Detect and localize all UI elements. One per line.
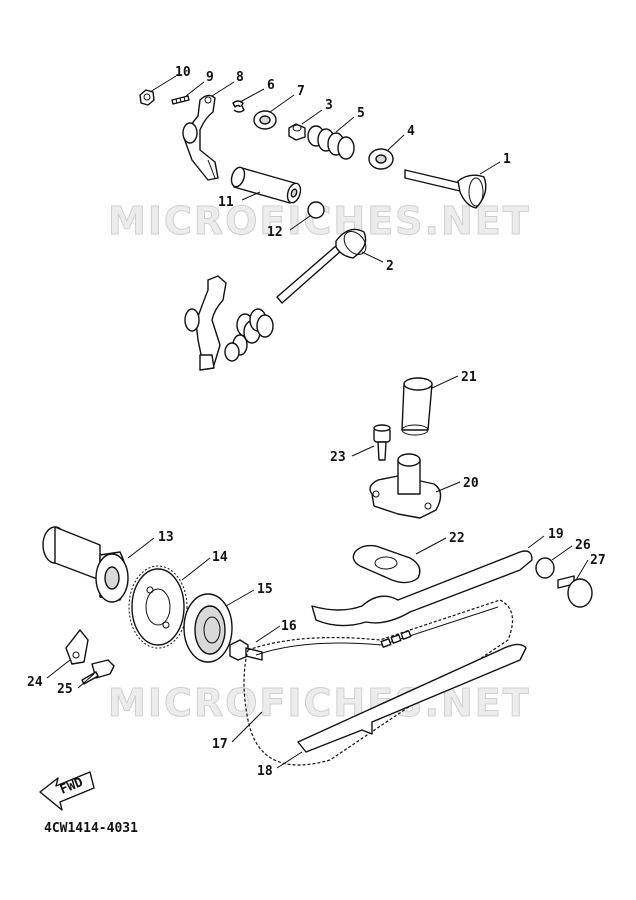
- tensioner-bolt-drawing: [373, 424, 391, 461]
- lock-nut-drawing: [139, 89, 155, 106]
- callout-2: 2: [386, 259, 394, 274]
- callout-4: 4: [407, 124, 415, 139]
- rocker-arm-upper-drawing: [182, 94, 219, 181]
- callout-21: 21: [461, 370, 477, 385]
- callout-12: 12: [267, 225, 283, 240]
- watermark-bottom: MICROFICHES.NET: [108, 681, 531, 725]
- callout-20: 20: [463, 476, 479, 491]
- callout-14: 14: [212, 550, 228, 565]
- tensioner-gasket-drawing: [352, 544, 421, 584]
- rocker-arm-lower-drawing: [184, 275, 274, 371]
- valve-spring-seat-drawing: [368, 148, 394, 170]
- camshaft-drawing: [42, 526, 129, 603]
- callout-24: 24: [27, 675, 43, 690]
- callout-9: 9: [206, 70, 214, 85]
- stopper-plate-drawing: [65, 629, 89, 665]
- adjusting-screw-drawing: [171, 95, 190, 105]
- tensioner-body-drawing: [369, 453, 442, 519]
- valve-stem-seal-drawing: [288, 123, 306, 141]
- part-code: 4CW1414-4031: [44, 821, 138, 836]
- callout-6: 6: [267, 78, 275, 93]
- callout-3: 3: [325, 98, 333, 113]
- rocker-arm-shaft-drawing: [230, 166, 302, 204]
- cam-chain-drawing: [243, 599, 514, 766]
- tensioner-guide-drawing: [311, 550, 533, 627]
- callout-15: 15: [257, 582, 273, 597]
- callout-19: 19: [548, 527, 564, 542]
- callout-17: 17: [212, 737, 228, 752]
- sprocket-bolt-drawing: [229, 639, 263, 661]
- callout-11: 11: [218, 195, 234, 210]
- callout-1: 1: [503, 152, 511, 167]
- callout-18: 18: [257, 764, 273, 779]
- callout-7: 7: [297, 84, 305, 99]
- callout-8: 8: [236, 70, 244, 85]
- leader-lines: [46, 75, 589, 769]
- cam-sprocket-drawing: [128, 565, 188, 649]
- chain-guide-drawing: [297, 643, 527, 753]
- o-ring-bolt-drawing: [535, 557, 555, 579]
- valve-spring-drawing: [307, 125, 355, 160]
- callout-27: 27: [590, 553, 606, 568]
- valve-spring-retainer-drawing: [253, 110, 277, 130]
- sprocket-plate-drawing: [183, 593, 233, 663]
- exhaust-valve-drawing: [276, 228, 367, 304]
- callout-22: 22: [449, 531, 465, 546]
- intake-valve-drawing: [404, 169, 487, 209]
- callout-13: 13: [158, 530, 174, 545]
- callout-numbers: 10 9 8 6 7 3 5 4 1 11 12 2 21 23 20 22 1…: [27, 65, 606, 779]
- fwd-arrow: FWD: [39, 771, 95, 811]
- callout-10: 10: [175, 65, 191, 80]
- callout-25: 25: [57, 682, 73, 697]
- o-ring-shaft-drawing: [307, 201, 325, 219]
- chain-links-drawing: [380, 630, 412, 648]
- tensioner-cap-drawing: [401, 377, 433, 436]
- callout-5: 5: [357, 106, 365, 121]
- callout-16: 16: [281, 619, 297, 634]
- valve-cotter-drawing: [232, 100, 245, 113]
- callout-23: 23: [330, 450, 346, 465]
- guide-bolt-drawing: [557, 575, 593, 608]
- callout-26: 26: [575, 538, 591, 553]
